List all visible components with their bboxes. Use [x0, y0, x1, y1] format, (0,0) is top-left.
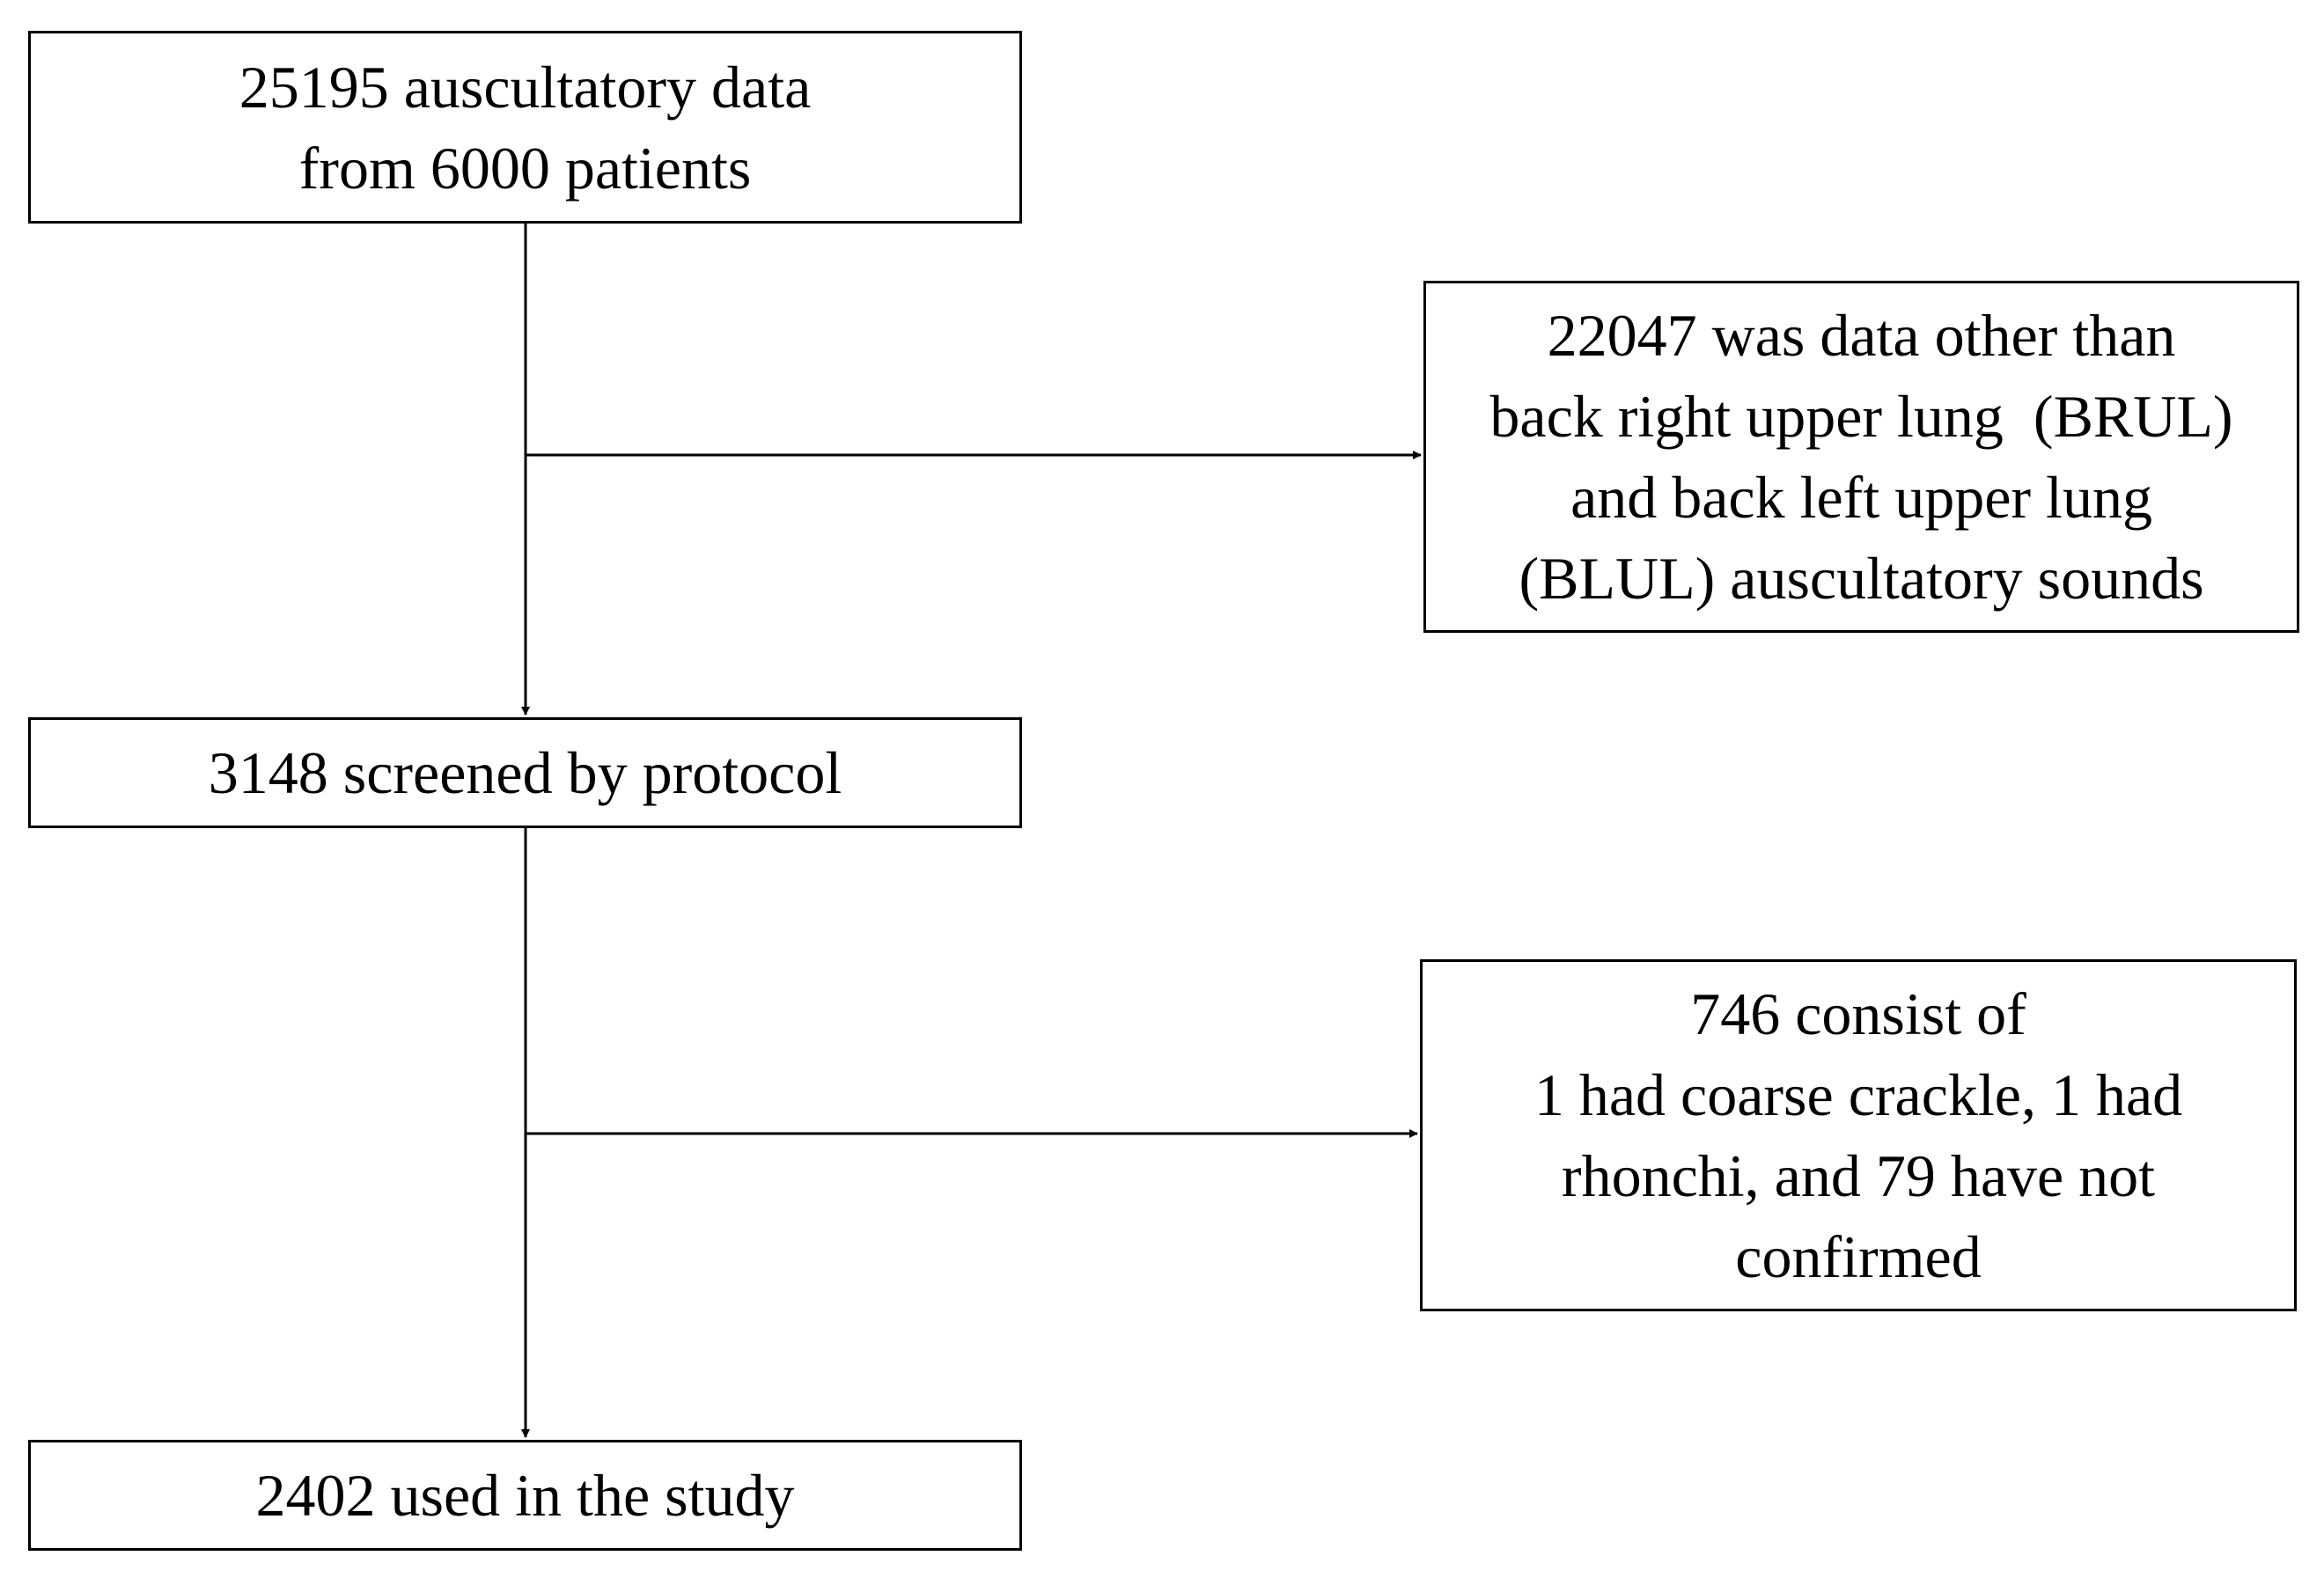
box-excluded1-line-2: back right upper lung (BRUL) — [1489, 383, 2233, 450]
box-total-line-2: from 6000 patients — [298, 134, 752, 202]
box-excluded-abnormal: 746 consist of 1 had coarse crackle, 1 h… — [1420, 959, 2297, 1311]
box-screened-line-1: 3148 screened by protocol — [208, 739, 842, 806]
box-excluded1-line-4: (BLUL) auscultatory sounds — [1519, 545, 2204, 612]
box-excluded2-line-4: confirmed — [1735, 1223, 1982, 1290]
box-excluded2-line-2: 1 had coarse crackle, 1 had — [1533, 1061, 2183, 1128]
box-used-in-study: 2402 used in the study — [28, 1440, 1022, 1551]
box-total-data: 25195 auscultatory data from 6000 patien… — [28, 31, 1022, 224]
box-excluded1-line-3: and back left upper lung — [1570, 464, 2152, 531]
box-total-line-1: 25195 auscultatory data — [239, 53, 812, 121]
box-excluded-other-sites: 22047 was data other than back right upp… — [1423, 281, 2299, 633]
box-excluded2-line-3: rhonchi, and 79 have not — [1561, 1142, 2156, 1209]
box-screened: 3148 screened by protocol — [28, 717, 1022, 828]
box-excluded1-line-1: 22047 was data other than — [1547, 302, 2176, 369]
box-excluded2-line-1: 746 consist of — [1690, 980, 2026, 1047]
box-used-line-1: 2402 used in the study — [255, 1462, 795, 1529]
